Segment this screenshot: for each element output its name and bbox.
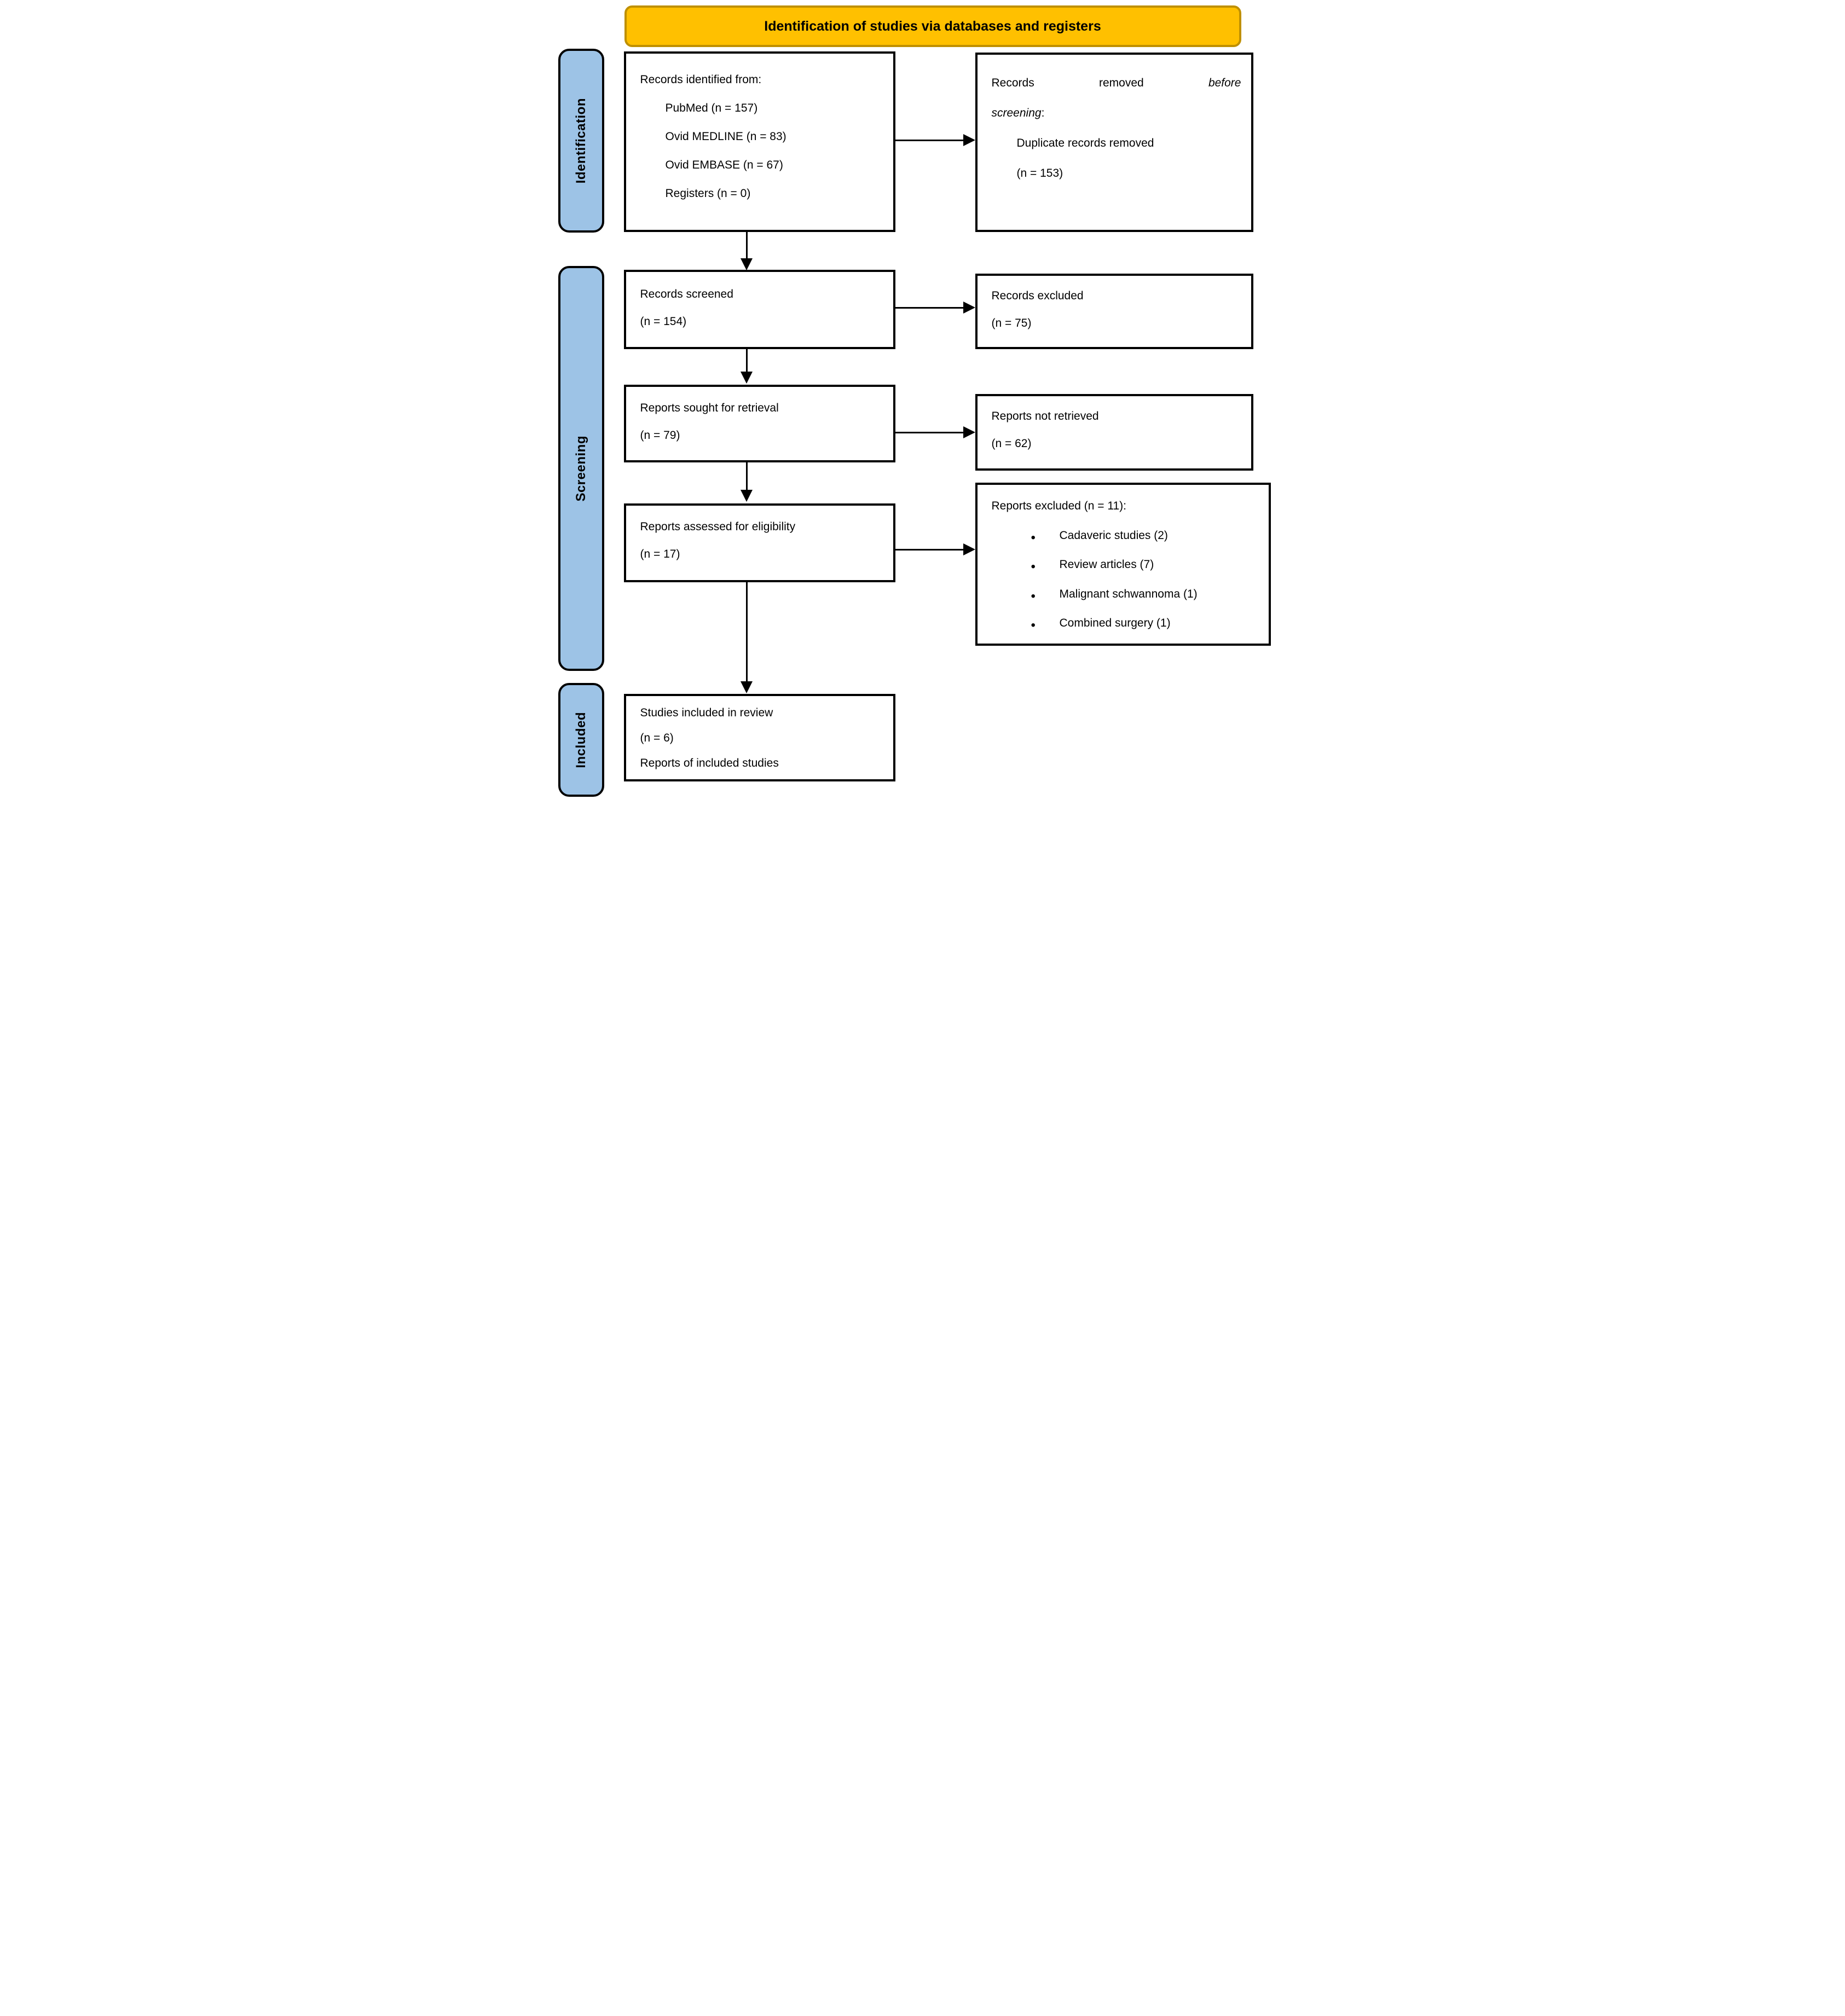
- studies-included-label: Studies included in review: [640, 706, 773, 719]
- list-item: (n = 153): [1016, 167, 1063, 180]
- list-item: Cadaveric studies (2): [992, 521, 1259, 554]
- stage-label-identification-text: Identification: [573, 97, 588, 184]
- arrow-head-right-icon: [963, 543, 975, 555]
- stage-label-included: Included: [558, 683, 604, 797]
- list-item: Duplicate records removed: [1016, 137, 1154, 150]
- stage-label-included-text: Included: [573, 711, 588, 768]
- list-item: Ovid MEDLINE (n = 83): [665, 130, 786, 143]
- list-item: Registers (n = 0): [665, 187, 751, 200]
- list-item: Review articles (7): [992, 550, 1259, 583]
- arrow-head-right-icon: [963, 302, 975, 314]
- records-excluded-count: (n = 75): [991, 317, 1032, 330]
- list-item: Combined surgery (1): [992, 609, 1259, 642]
- reports-not-retrieved-label: Reports not retrieved: [991, 410, 1099, 422]
- records-removed-detail: Duplicate records removed (n = 153): [992, 128, 1241, 188]
- word: Records: [991, 77, 1034, 89]
- flow-box-reports-assessed: Reports assessed for eligibility (n = 17…: [623, 503, 895, 582]
- reports-sought-count: (n = 79): [640, 429, 680, 442]
- reports-assessed-label: Reports assessed for eligibility: [640, 520, 796, 533]
- arrow-head-right-icon: [963, 426, 975, 438]
- flow-box-reports-excluded: Reports excluded (n = 11): Cadaveric stu…: [975, 483, 1271, 646]
- records-screened-count: (n = 154): [640, 315, 687, 328]
- flow-box-reports-not-retrieved: Reports not retrieved (n = 62): [975, 394, 1253, 471]
- reports-excluded-heading: Reports excluded (n = 11):: [991, 500, 1127, 512]
- list-item: Malignant schwannoma (1): [992, 580, 1259, 613]
- prisma-flow-diagram: Identification of studies via databases …: [553, 0, 1292, 807]
- reports-assessed-count: (n = 17): [640, 548, 680, 561]
- arrow-shaft: [895, 307, 964, 309]
- records-identified-heading: Records identified from:: [640, 73, 762, 86]
- studies-included-count: (n = 6): [640, 732, 674, 745]
- word: removed: [1098, 77, 1144, 89]
- arrow-shaft: [895, 549, 964, 551]
- arrow-head-right-icon: [963, 134, 975, 146]
- arrow-head-down-icon: [740, 681, 753, 693]
- word-italic: screening: [991, 107, 1042, 120]
- arrow-head-down-icon: [740, 258, 753, 270]
- records-identified-list: PubMed (n = 157) Ovid MEDLINE (n = 83) O…: [640, 94, 883, 208]
- reports-sought-label: Reports sought for retrieval: [640, 402, 779, 414]
- flow-box-records-identified: Records identified from: PubMed (n = 157…: [623, 51, 895, 232]
- arrow-shaft: [745, 462, 748, 491]
- records-removed-line1: Records removed before: [992, 68, 1241, 98]
- arrow-shaft: [745, 232, 748, 260]
- records-screened-label: Records screened: [640, 288, 733, 300]
- flow-box-records-removed-before-screening: Records removed before screening: Duplic…: [975, 53, 1253, 232]
- arrow-head-down-icon: [740, 490, 753, 502]
- records-removed-line2: screening:: [992, 98, 1241, 128]
- colon: :: [1041, 107, 1045, 120]
- flow-box-studies-included: Studies included in review (n = 6) Repor…: [623, 694, 895, 781]
- banner-title: Identification of studies via databases …: [764, 18, 1101, 34]
- stage-label-screening: Screening: [558, 266, 604, 671]
- flow-box-reports-sought: Reports sought for retrieval (n = 79): [623, 385, 895, 462]
- reports-of-included-label: Reports of included studies: [640, 757, 779, 770]
- word-italic: before: [1208, 77, 1241, 89]
- list-item: Ovid EMBASE (n = 67): [665, 159, 783, 172]
- arrow-head-down-icon: [740, 372, 753, 384]
- arrow-shaft: [745, 349, 748, 373]
- flow-box-records-excluded: Records excluded (n = 75): [975, 274, 1253, 349]
- reports-not-retrieved-count: (n = 62): [991, 437, 1032, 450]
- banner-identification-via-databases: Identification of studies via databases …: [624, 5, 1241, 47]
- list-item: PubMed (n = 157): [665, 102, 758, 115]
- records-excluded-label: Records excluded: [991, 289, 1084, 302]
- arrow-shaft: [895, 432, 964, 433]
- stage-label-identification: Identification: [558, 49, 604, 233]
- flow-box-records-screened: Records screened (n = 154): [623, 270, 895, 349]
- reports-excluded-list: Cadaveric studies (2) Review articles (7…: [992, 521, 1259, 642]
- arrow-shaft: [745, 582, 748, 683]
- stage-label-screening-text: Screening: [573, 435, 588, 502]
- arrow-shaft: [895, 140, 964, 141]
